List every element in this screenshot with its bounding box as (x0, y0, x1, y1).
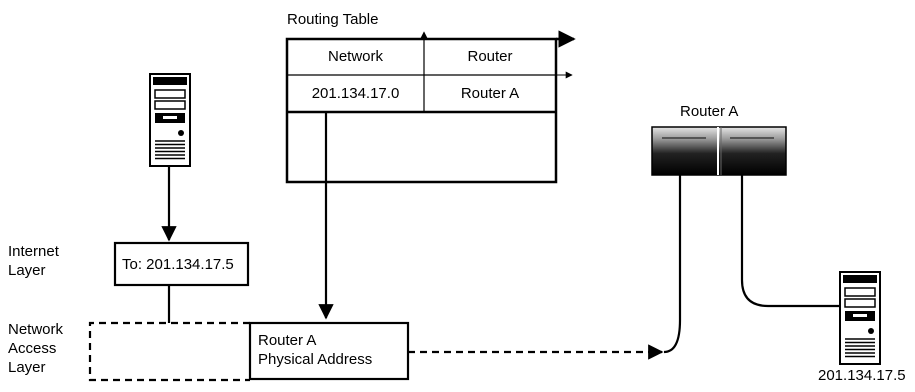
physical-address-text: Router A Physical Address (258, 332, 373, 368)
network-access-layer-label: Network Access Layer (8, 321, 64, 376)
physical-address-box (248, 321, 410, 381)
router-icon (651, 126, 787, 176)
routing-table-title: Routing Table (287, 11, 379, 28)
destination-computer-icon (839, 271, 881, 365)
router-label: Router A (680, 103, 739, 120)
table-cell-network: 201.134.17.0 (311, 85, 400, 102)
connectors (88, 112, 840, 382)
table-cell-router: Router A (460, 85, 520, 102)
table-header-router: Router (467, 48, 513, 65)
routing-table (285, 30, 576, 184)
packet-box (113, 241, 250, 287)
source-computer-icon (149, 73, 191, 167)
table-header-network: Network (327, 48, 383, 65)
packet-destination-text: To: 201.134.17.5 (122, 256, 234, 273)
internet-layer-label: Internet Layer (8, 243, 59, 279)
destination-ip-label: 201.134.17.5 (818, 367, 906, 384)
